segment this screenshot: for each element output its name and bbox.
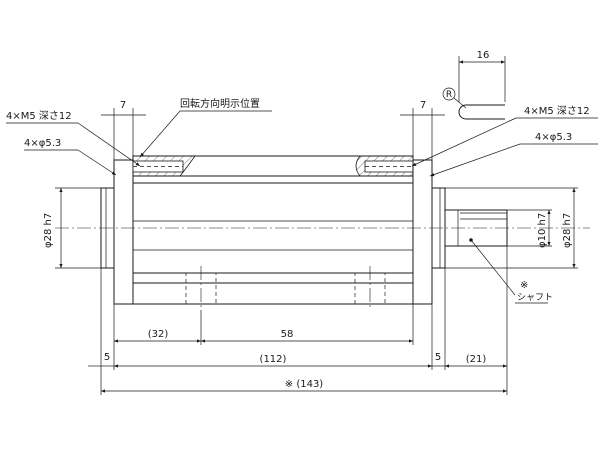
dim-7-left: 7 — [120, 100, 126, 111]
dim-21: (21) — [466, 354, 487, 365]
shaft-leader-dot — [469, 238, 473, 242]
r-mark: R — [446, 90, 452, 100]
left-bolts-label: 4×M5 深さ12 — [6, 110, 72, 122]
shaft-diameter: φ10 h7 — [537, 213, 548, 248]
right-bolts-leader — [411, 117, 517, 167]
dim-32: (32) — [148, 329, 169, 340]
shaft-leader — [470, 239, 516, 296]
right-end-plate — [412, 159, 433, 305]
left-holes-leader — [77, 149, 117, 176]
left-holes-label: 4×φ5.3 — [24, 138, 61, 149]
shaft-label: シャフト — [517, 293, 553, 303]
dim-112: (112) — [260, 354, 287, 365]
rotation-mark-label: 回転方向明示位置 — [180, 97, 260, 110]
r-detail — [458, 104, 505, 120]
right-holes-label: 4×φ5.3 — [535, 132, 572, 143]
r-mark-circle — [442, 87, 456, 101]
dim-5-right: 5 — [435, 352, 441, 363]
tube-body — [132, 155, 414, 305]
dim-5-left: 5 — [104, 352, 110, 363]
dim-16: 16 — [477, 50, 490, 61]
left-diameter: φ28 h7 — [43, 213, 54, 248]
dim-7-right: 7 — [420, 100, 426, 111]
left-bolts-leader — [77, 122, 141, 167]
left-end-plate — [113, 159, 134, 305]
right-holes-leader — [429, 143, 521, 177]
dim-58: 58 — [281, 329, 294, 340]
r-leader — [453, 97, 467, 109]
right-diameter: φ28 h7 — [562, 213, 573, 248]
rotation-leader — [139, 110, 181, 158]
dim-overall: ※ (143) — [285, 379, 324, 390]
right-bolts-label: 4×M5 深さ12 — [524, 105, 590, 117]
shaft-note-mark: ※ — [520, 280, 528, 291]
